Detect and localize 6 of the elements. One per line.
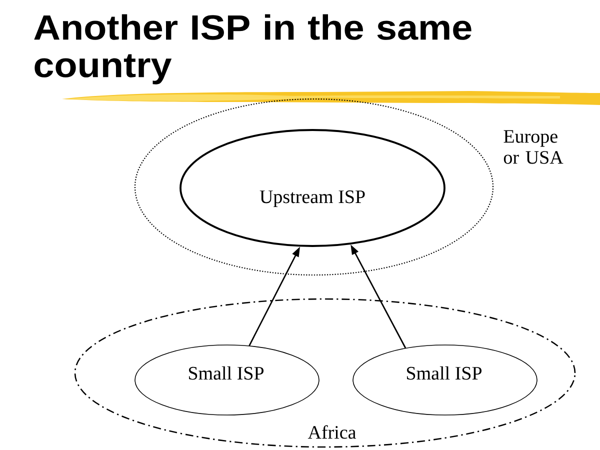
ellipse-node: Upstream ISP: [180, 129, 446, 247]
ellipse-node: Small ISP: [134, 344, 320, 416]
region-label: Africa: [308, 425, 356, 439]
region-label: Europe or USA: [504, 130, 564, 164]
title: Another ISP in the same country: [34, 14, 472, 84]
ellipse-node: Small ISP: [352, 344, 538, 416]
